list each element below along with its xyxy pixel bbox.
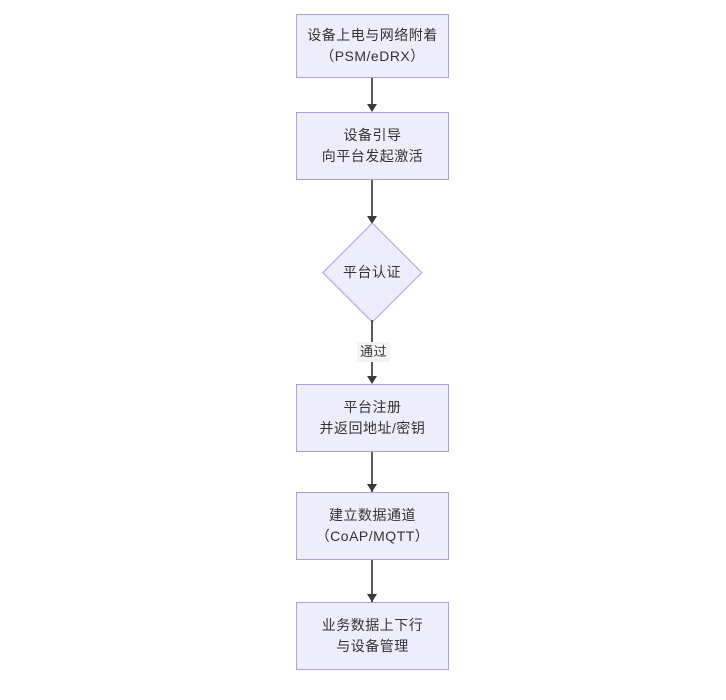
node-data-channel-line-2: （CoAP/MQTT） [315,528,430,544]
arrowhead-platform-register [367,376,377,384]
connector-register-to-channel [371,452,373,492]
node-platform-register[interactable]: 平台注册 并返回地址/密钥 [296,384,449,452]
node-platform-auth-label: 平台认证 [343,263,401,280]
node-bootstrap-line-1: 设备引导 [343,127,402,143]
arrowhead-platform-auth [367,216,377,224]
node-platform-register-line-2: 并返回地址/密钥 [319,420,426,436]
arrowhead-bootstrap [367,104,377,112]
node-power-on-line-1: 设备上电与网络附着 [307,27,438,43]
connector-channel-to-business [371,560,373,602]
node-power-on[interactable]: 设备上电与网络附着 （PSM/eDRX） [296,14,449,78]
node-data-channel-line-1: 建立数据通道 [329,507,416,523]
edge-label-pass: 通过 [357,342,391,362]
node-power-on-line-2: （PSM/eDRX） [320,48,425,64]
node-business-data-line-2: 与设备管理 [336,638,409,654]
node-bootstrap-line-2: 向平台发起激活 [321,148,424,164]
arrowhead-data-channel [367,484,377,492]
connector-bootstrap-to-auth [371,180,373,224]
node-business-data[interactable]: 业务数据上下行 与设备管理 [296,602,449,670]
node-platform-auth[interactable]: 平台认证 [322,222,422,322]
node-data-channel[interactable]: 建立数据通道 （CoAP/MQTT） [296,492,449,560]
connector-power-on-to-bootstrap [371,78,373,108]
arrowhead-business-data [367,594,377,602]
node-business-data-line-1: 业务数据上下行 [321,617,424,633]
node-platform-register-line-1: 平台注册 [343,399,402,415]
node-bootstrap[interactable]: 设备引导 向平台发起激活 [296,112,449,180]
